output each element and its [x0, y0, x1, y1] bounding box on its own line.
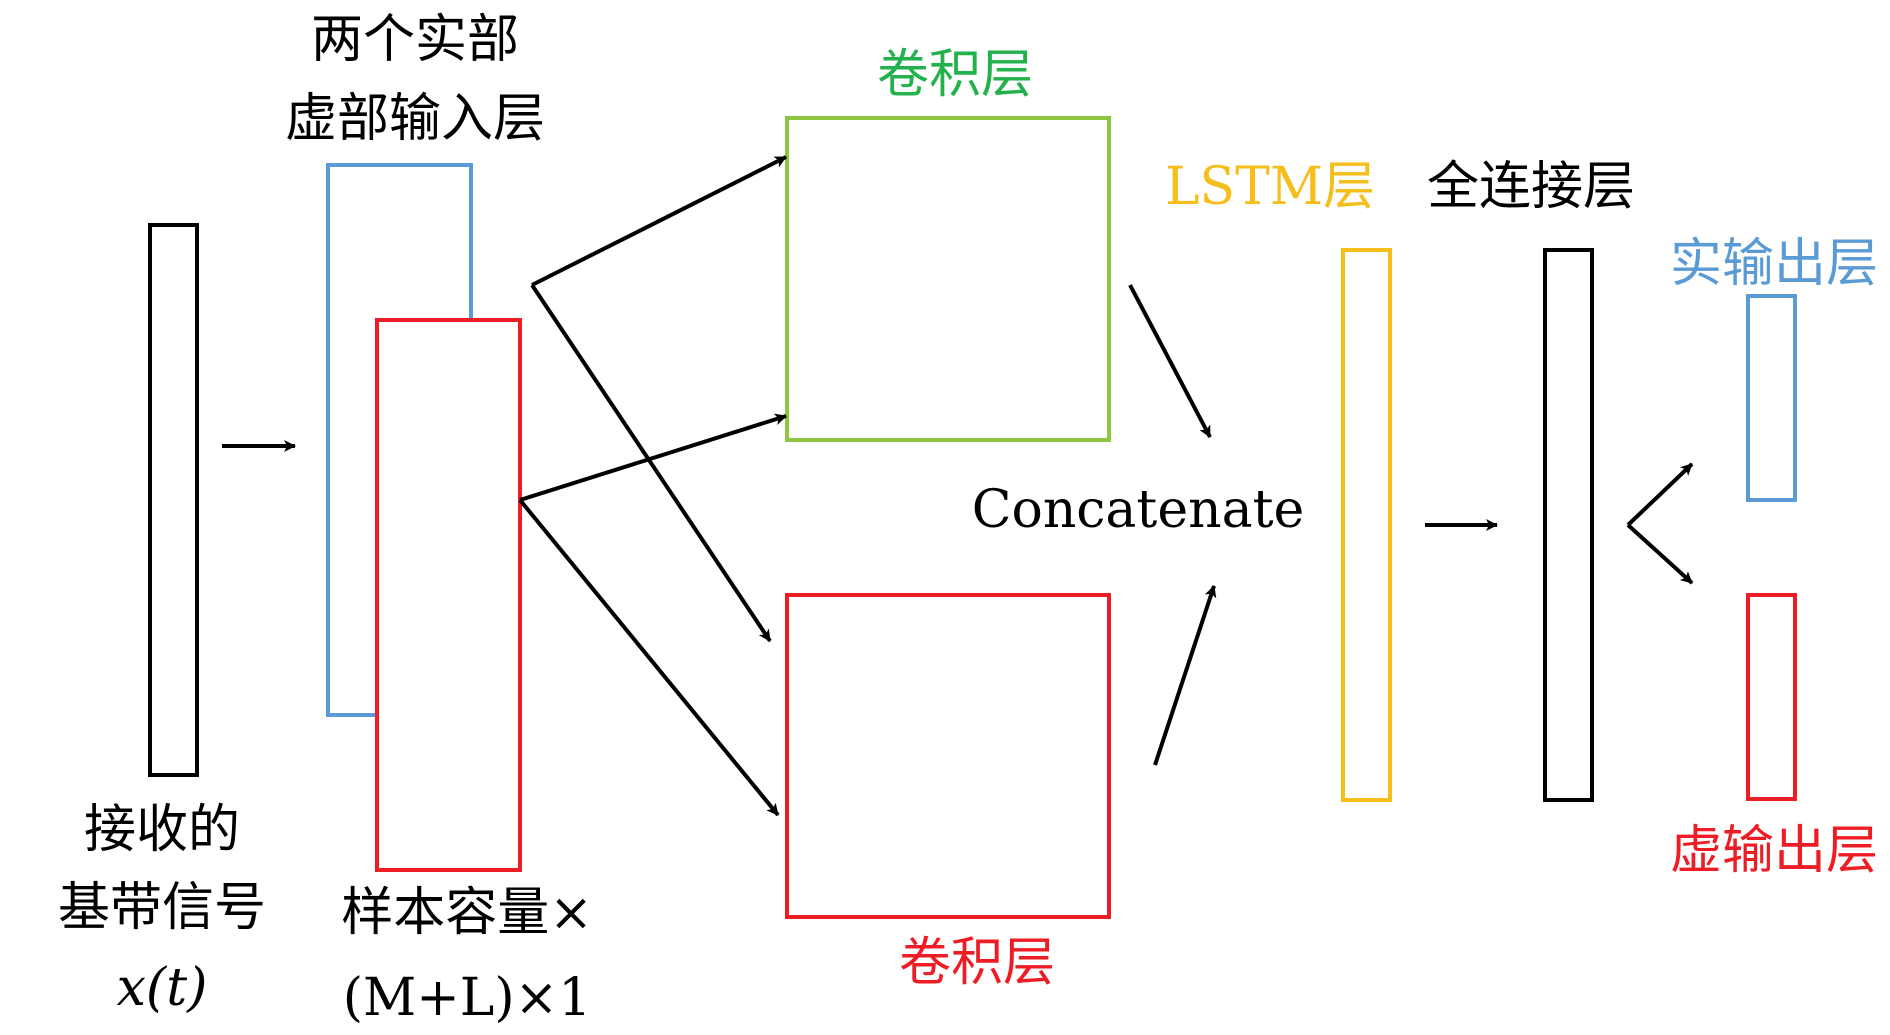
fc-label: 全连接层 [1427, 157, 1635, 217]
fully-connected-layer [1543, 248, 1594, 802]
sample-size-line1: 样本容量× [341, 883, 593, 943]
received-signal-block [148, 223, 199, 777]
received-signal-line2: 基带信号 [58, 878, 266, 938]
lstm-layer [1341, 248, 1392, 802]
lstm-label: LSTM层 [1165, 157, 1375, 217]
sample-size-line2: (M+L)×1 [343, 968, 592, 1028]
real-output-layer [1746, 294, 1797, 502]
imag-input-layer [375, 318, 522, 872]
imag-output-label: 虚输出层 [1670, 821, 1878, 881]
conv-bottom-label: 卷积层 [899, 933, 1055, 993]
conv-layer-top [785, 116, 1111, 442]
real-output-label: 实输出层 [1670, 234, 1878, 294]
concatenate-label: Concatenate [972, 480, 1305, 540]
arrow-real-to-conv-bottom [530, 283, 772, 643]
received-signal-line1: 接收的 [84, 800, 240, 860]
arrow-imag-to-conv-top [519, 413, 787, 502]
arrow-conv-top-to-concat [1128, 284, 1212, 438]
conv-top-label: 卷积层 [877, 45, 1033, 105]
arrow-imag-to-conv-bottom [518, 498, 780, 817]
input-title-line1: 两个实部 [311, 10, 519, 70]
received-signal-line3: x(t) [117, 958, 208, 1018]
input-title-line2: 虚部输入层 [285, 89, 545, 149]
imag-output-layer [1746, 593, 1797, 801]
arrow-conv-bottom-to-concat [1153, 585, 1217, 766]
arrow-fc-to-imag-output [1626, 523, 1694, 585]
arrow-real-to-conv-top [531, 155, 787, 287]
arrow-fc-to-real-output [1626, 462, 1694, 527]
conv-layer-bottom [785, 593, 1111, 919]
